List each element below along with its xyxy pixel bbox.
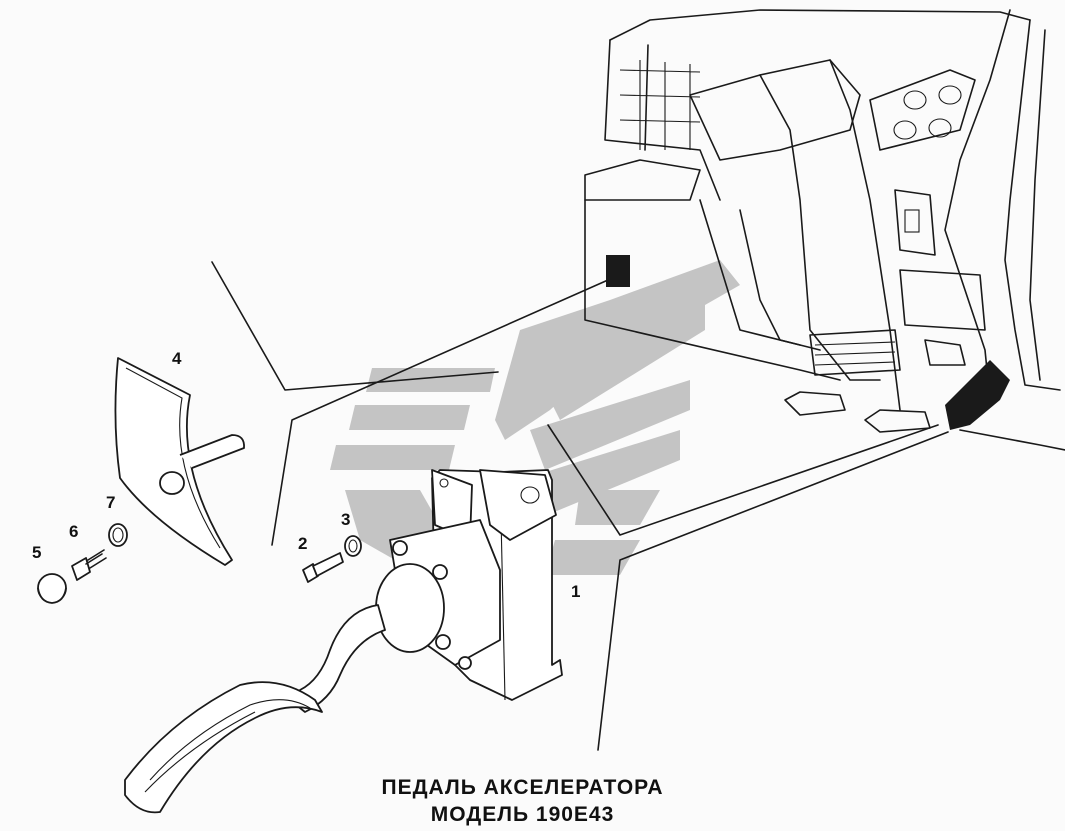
part-6-screw (71, 549, 107, 581)
callout-6: 6 (69, 522, 79, 541)
part-7-ring (108, 523, 128, 547)
diagram-title: ПЕДАЛЬ АКСЕЛЕРАТОРА (381, 776, 664, 799)
part-5-cap (37, 573, 67, 604)
callout-4: 4 (172, 349, 182, 368)
cab-interior-illustration (584, 9, 1065, 451)
callout-2: 2 (298, 534, 308, 553)
diagram-subtitle: МОДЕЛЬ 190E43 (430, 803, 615, 826)
leader-lines (211, 261, 949, 751)
part-4-stop-plate (114, 357, 245, 566)
callout-7: 7 (106, 493, 116, 512)
part-2-bolt (302, 552, 344, 583)
callout-5: 5 (32, 543, 42, 562)
callout-3: 3 (341, 510, 351, 529)
part-3-washer (344, 535, 362, 557)
callout-1: 1 (571, 582, 581, 601)
part-1-pedal-assembly (124, 469, 563, 814)
